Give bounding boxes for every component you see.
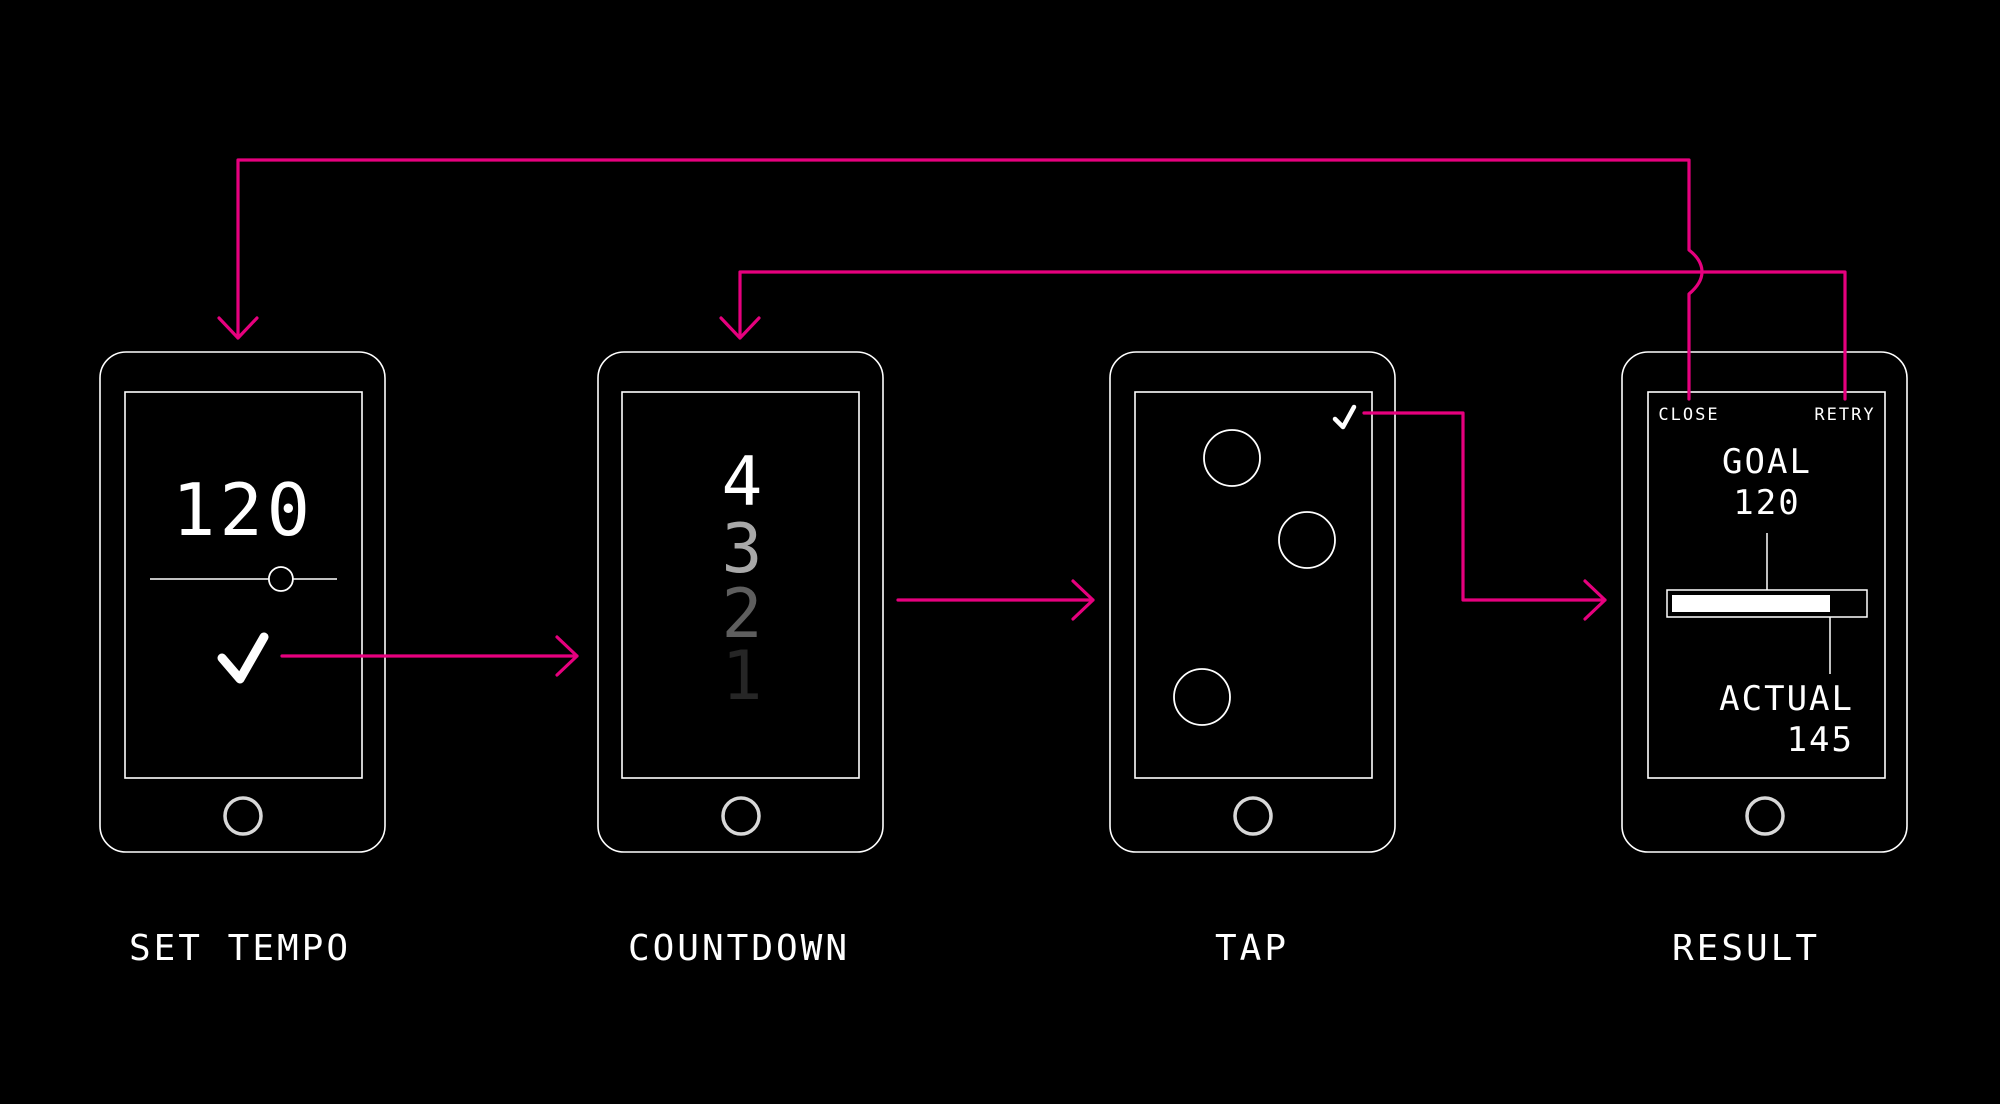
- flow-arrow-confirm-to-countdown: [280, 635, 579, 677]
- phone-screen: [124, 391, 363, 779]
- flow-arrow-close-to-set-tempo: [217, 158, 1704, 401]
- countdown-digit-3: 3: [722, 510, 763, 589]
- actual-label: ACTUAL: [1719, 679, 1854, 719]
- phone-frame: [597, 351, 884, 853]
- caption-countdown: COUNTDOWN: [628, 928, 850, 969]
- tap-target[interactable]: [1278, 511, 1336, 569]
- tempo-value: 120: [172, 468, 314, 552]
- goal-value: 120: [1733, 483, 1800, 523]
- home-button[interactable]: [721, 796, 761, 836]
- flow-arrow-retry-to-countdown: [719, 270, 1847, 401]
- phone-screen: [1134, 391, 1373, 779]
- phone-frame: [1621, 351, 1908, 853]
- phone-set-tempo: 120 SET TEMPO: [99, 351, 386, 969]
- flow-arrow-tap-to-result: [1362, 411, 1607, 621]
- actual-value: 145: [1787, 720, 1854, 760]
- result-bar-fill: [1672, 595, 1830, 612]
- countdown-digit-4: 4: [722, 443, 763, 522]
- retry-button[interactable]: RETRY: [1814, 405, 1875, 425]
- home-button[interactable]: [1233, 796, 1273, 836]
- phone-frame: [1109, 351, 1396, 853]
- phone-screen: [1647, 391, 1886, 779]
- tempo-slider-thumb[interactable]: [267, 566, 294, 592]
- tap-target[interactable]: [1203, 429, 1261, 487]
- caption-set-tempo: SET TEMPO: [129, 928, 351, 969]
- flow-arrow-countdown-to-tap: [896, 579, 1095, 621]
- caption-tap: TAP: [1215, 928, 1289, 969]
- close-button[interactable]: CLOSE: [1658, 405, 1719, 425]
- phone-screen: [621, 391, 860, 779]
- checkmark-icon[interactable]: [217, 632, 269, 684]
- result-bar-track: [1666, 589, 1868, 618]
- countdown-digit-2: 2: [722, 575, 763, 654]
- countdown-digit-1: 1: [722, 637, 763, 716]
- phone-frame: [99, 351, 386, 853]
- checkmark-icon[interactable]: [1332, 404, 1357, 430]
- phone-countdown: 4 3 2 1 COUNTDOWN: [597, 351, 884, 969]
- home-button[interactable]: [223, 796, 263, 836]
- phone-tap: TAP: [1109, 351, 1396, 969]
- goal-label: GOAL: [1722, 442, 1812, 482]
- phone-result: CLOSE RETRY GOAL 120 ACTUAL 145 RESULT: [1621, 351, 1908, 969]
- home-button[interactable]: [1745, 796, 1785, 836]
- tap-target[interactable]: [1173, 668, 1231, 726]
- caption-result: RESULT: [1672, 928, 1820, 969]
- flow-arrows: [217, 158, 1847, 677]
